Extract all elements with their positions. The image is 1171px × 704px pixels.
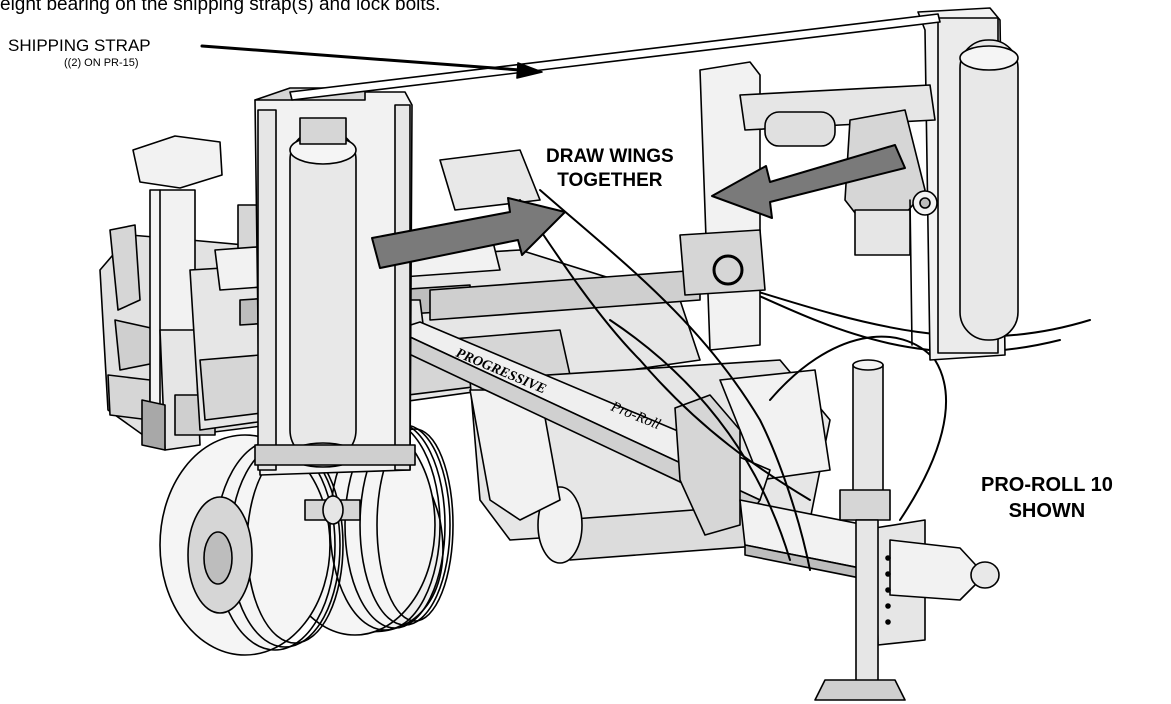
draw-wings-callout: DRAW WINGS TOGETHER [546,145,674,193]
model-shown-line2: SHOWN [1008,500,1086,522]
draw-wings-left-arrow [371,197,566,269]
draw-wings-arrows [371,144,906,269]
intro-text: eight bearing on the shipping strap(s) a… [0,0,441,15]
shipping-strap-label: SHIPPING STRAP [8,36,151,55]
model-shown-callout: PRO-ROLL 10 SHOWN [981,472,1113,524]
draw-wings-right-arrow [711,144,906,219]
right-wing-assembly [679,7,1019,361]
jack-stand [814,359,906,701]
draw-wings-line2: TOGETHER [557,170,663,191]
shipping-strap-note: ((2) ON PR-15) [64,57,139,69]
strap-leader-arrow [200,44,543,79]
draw-wings-line1: DRAW WINGS [546,146,674,167]
model-shown-line1: PRO-ROLL 10 [981,474,1113,496]
left-upright [254,87,416,476]
left-wing-assembly [99,135,311,451]
shipping-strap [289,13,941,101]
